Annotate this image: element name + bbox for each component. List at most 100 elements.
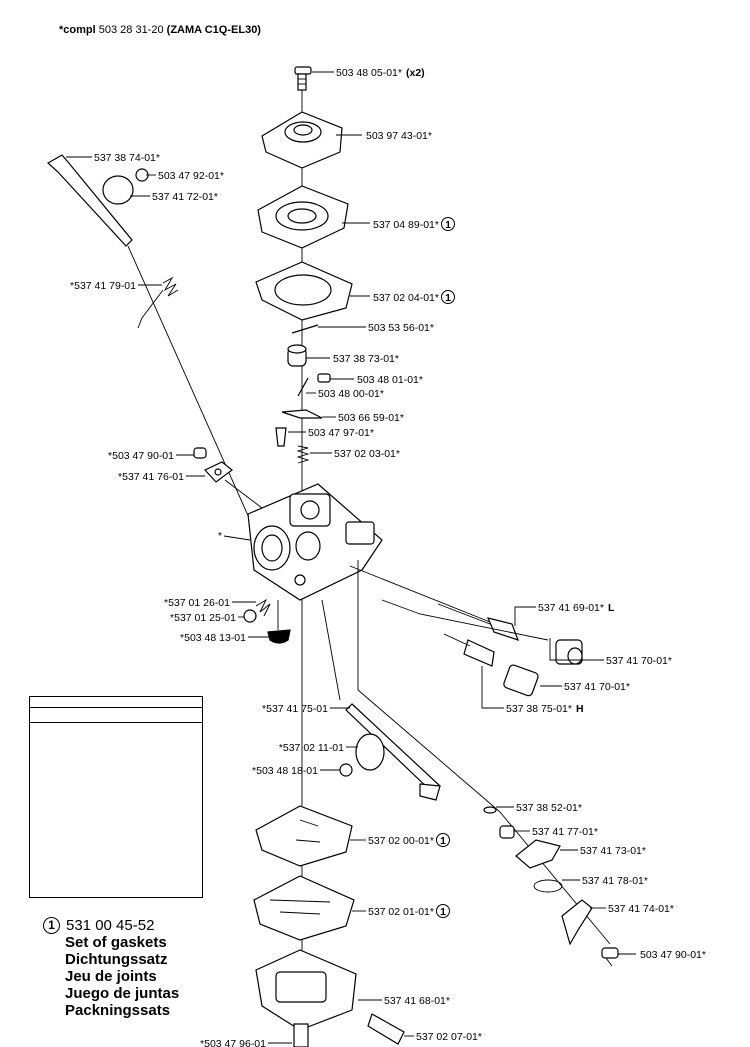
kit-number-row: 1 531 00 45-52 bbox=[43, 917, 179, 934]
part-label-cover-screw: 537 02 07-01* bbox=[416, 1031, 482, 1043]
part-number-text: 537 38 74-01* bbox=[94, 152, 160, 164]
low-needle-part bbox=[437, 603, 520, 641]
choke-spring-part bbox=[137, 276, 179, 329]
part-label-cover: 503 97 43-01* bbox=[366, 130, 432, 142]
pump-cover-part bbox=[261, 111, 343, 169]
part-label-lever: 537 41 73-01* bbox=[580, 845, 646, 857]
part-label-screw-top: 503 48 05-01* (x2) bbox=[336, 67, 425, 79]
kit-name-es: Juego de juntas bbox=[65, 985, 180, 1002]
part-label-throttle-lever: 537 41 74-01* bbox=[608, 903, 674, 915]
part-number-text: 537 41 69-01* bbox=[538, 602, 604, 614]
circled-kit-marker bbox=[440, 290, 455, 304]
part-label-ball: *537 01 25-01 bbox=[170, 612, 236, 624]
bottom-screw-part bbox=[293, 1023, 309, 1047]
part-label-diaphragm-pump: 537 04 89-01* bbox=[373, 219, 439, 231]
part-label-throttle-screw: *503 47 90-01 bbox=[108, 450, 174, 462]
lever-part bbox=[515, 839, 561, 869]
kit-name-en: Set of gaskets bbox=[65, 934, 167, 951]
part-label-choke-lever: 537 38 74-01* bbox=[94, 152, 160, 164]
part-number-text: * bbox=[218, 530, 222, 542]
ball-part bbox=[243, 609, 257, 623]
part-suffix-text: (x2) bbox=[406, 67, 425, 79]
lever-pin-part bbox=[297, 377, 309, 397]
circled-kit-marker bbox=[435, 904, 450, 918]
title-number: 503 28 31-20 bbox=[98, 24, 164, 36]
part-suffix-text: H bbox=[576, 703, 584, 715]
carburetor-body-part bbox=[247, 483, 383, 601]
part-number-text: 537 38 75-01* bbox=[506, 703, 572, 715]
part-number-text: 537 04 89-01* bbox=[373, 219, 439, 231]
part-label-high-needle: 537 38 75-01* H bbox=[506, 703, 584, 715]
part-number-text: *537 41 75-01 bbox=[262, 703, 328, 715]
part-number-text: 503 53 56-01* bbox=[368, 322, 434, 334]
circled-kit-number: 1 bbox=[445, 219, 451, 231]
throttle-plate-part bbox=[204, 461, 233, 483]
part-number-text: *537 41 76-01 bbox=[118, 471, 184, 483]
part-number-text: 537 41 70-01* bbox=[606, 655, 672, 667]
part-label-lever-screw: 503 47 90-01* bbox=[640, 949, 706, 961]
rubber-plug-part bbox=[267, 629, 291, 644]
part-suffix-text: L bbox=[608, 602, 615, 614]
part-label-plug-rubber: *503 48 13-01 bbox=[180, 632, 246, 644]
part-number-text: 537 02 07-01* bbox=[416, 1031, 482, 1043]
lever-screw-part bbox=[317, 373, 331, 383]
part-label-bottom-screw: *503 47 96-01 bbox=[200, 1038, 266, 1047]
part-label-oring: 537 41 78-01* bbox=[582, 875, 648, 887]
part-label-pin: 503 53 56-01* bbox=[368, 322, 434, 334]
plug-part bbox=[287, 344, 307, 367]
metering-cover-part bbox=[255, 949, 357, 1031]
part-label-choke-spring: *537 41 79-01 bbox=[70, 280, 136, 292]
part-label-throttle-valve: *537 02 11-01 bbox=[279, 742, 344, 754]
cover-screw-part bbox=[367, 1013, 405, 1045]
part-number-text: 537 38 52-01* bbox=[516, 802, 582, 814]
part-label-low-needle: 537 41 69-01* L bbox=[538, 602, 615, 614]
part-number-text: 537 41 77-01* bbox=[532, 826, 598, 838]
washer-part bbox=[483, 806, 497, 814]
part-label-valve-screw: *503 48 18-01 bbox=[252, 765, 318, 777]
idle-spring-part bbox=[255, 598, 271, 617]
part-number-text: 537 41 78-01* bbox=[582, 875, 648, 887]
title-prefix: *compl bbox=[59, 24, 96, 36]
part-number-text: *503 48 13-01 bbox=[180, 632, 246, 644]
part-label-bushing: 537 41 77-01* bbox=[532, 826, 598, 838]
part-number-text: 503 66 59-01* bbox=[338, 412, 404, 424]
part-number-text: 503 47 97-01* bbox=[308, 427, 374, 439]
valve-screw-part bbox=[339, 763, 353, 777]
part-number-text: *537 01 26-01 bbox=[164, 597, 230, 609]
part-number-text: *537 41 79-01 bbox=[70, 280, 136, 292]
part-number-text: 537 02 03-01* bbox=[334, 448, 400, 460]
part-label-throttle-plate: *537 41 76-01 bbox=[118, 471, 184, 483]
kit-part-number: 531 00 45-52 bbox=[66, 917, 155, 934]
part-label-throttle-shaft: *537 41 75-01 bbox=[262, 703, 328, 715]
part-number-text: 503 97 43-01* bbox=[366, 130, 432, 142]
kit-name-de: Dichtungssatz bbox=[65, 951, 168, 968]
part-label-diaphragm-metering: 537 02 01-01* bbox=[368, 906, 434, 918]
part-label-needle: 503 47 97-01* bbox=[308, 427, 374, 439]
circled-kit-number: 1 bbox=[440, 906, 446, 918]
part-number-text: 537 41 70-01* bbox=[564, 681, 630, 693]
choke-lever-part bbox=[46, 154, 149, 247]
part-number-text: 537 41 68-01* bbox=[384, 995, 450, 1007]
circled-kit-number: 1 bbox=[445, 292, 451, 304]
part-number-text: 503 48 00-01* bbox=[318, 388, 384, 400]
pump-diaphragm-part bbox=[257, 185, 349, 249]
part-label-gasket-pump: 537 02 04-01* bbox=[373, 292, 439, 304]
part-number-text: 503 47 92-01* bbox=[158, 170, 224, 182]
part-number-text: 537 41 72-01* bbox=[152, 191, 218, 203]
kit-circled-number: 1 bbox=[43, 917, 60, 934]
part-number-text: *503 48 18-01 bbox=[252, 765, 318, 777]
part-label-lever-pin: 503 48 00-01* bbox=[318, 388, 384, 400]
kit-names: Set of gaskets Dichtungssatz Jeu de join… bbox=[65, 934, 179, 1019]
part-number-text: *537 02 11-01 bbox=[279, 742, 344, 754]
pump-gasket-part bbox=[255, 261, 353, 321]
pin-part bbox=[291, 324, 319, 334]
part-number-text: 503 48 05-01* bbox=[336, 67, 402, 79]
gasket-kit-box bbox=[29, 696, 203, 898]
kit-legend: 1 531 00 45-52 Set of gaskets Dichtungss… bbox=[43, 917, 179, 1019]
part-label-screw-lever: 503 48 01-01* bbox=[357, 374, 423, 386]
throttle-valve-part bbox=[355, 733, 385, 771]
circled-kit-number: 1 bbox=[440, 835, 446, 847]
high-needle-part bbox=[443, 633, 495, 667]
lever-screw-part-2 bbox=[601, 947, 619, 967]
part-number-text: 537 41 74-01* bbox=[608, 903, 674, 915]
